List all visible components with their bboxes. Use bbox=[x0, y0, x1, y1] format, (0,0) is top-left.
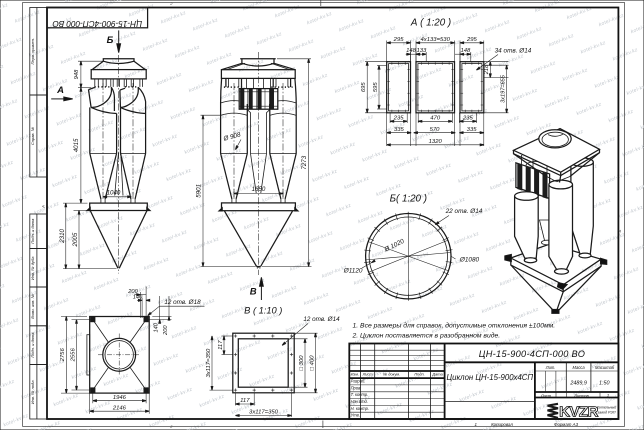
svg-text:Копировал: Копировал bbox=[491, 422, 513, 427]
svg-text:470: 470 bbox=[430, 115, 441, 121]
svg-text:335: 335 bbox=[394, 127, 405, 133]
svg-text:2: 2 bbox=[169, 424, 173, 429]
svg-text:1. Все размеры для справок, до: 1. Все размеры для справок, допустимые о… bbox=[353, 322, 556, 330]
svg-text:5901: 5901 bbox=[196, 184, 203, 198]
svg-text:7273: 7273 bbox=[301, 155, 308, 169]
svg-text:Лит.: Лит. bbox=[545, 365, 556, 370]
svg-text:218: 218 bbox=[484, 64, 490, 75]
svg-text:948: 948 bbox=[74, 69, 80, 79]
svg-text:Масштаб: Масштаб bbox=[595, 365, 615, 370]
svg-text:12 отв. Ø18: 12 отв. Ø18 bbox=[164, 299, 201, 306]
svg-text:Инв. № подл.: Инв. № подл. bbox=[30, 379, 35, 404]
svg-text:ЦН-15-900-4СП-000 ВО: ЦН-15-900-4СП-000 ВО bbox=[479, 349, 585, 359]
svg-text:Б: Б bbox=[107, 35, 114, 46]
svg-text:kotel-kv.kz: kotel-kv.kz bbox=[96, 0, 123, 11]
svg-text:завод РЭП: завод РЭП bbox=[597, 411, 616, 415]
svg-text:Дата: Дата bbox=[431, 372, 443, 377]
svg-text:Ø1120: Ø1120 bbox=[343, 267, 363, 274]
svg-text:Н. контр.: Н. контр. bbox=[351, 406, 369, 411]
svg-text:4015: 4015 bbox=[73, 138, 80, 152]
svg-text:200: 200 bbox=[163, 325, 169, 336]
svg-text:Формат А3: Формат А3 bbox=[554, 422, 579, 427]
svg-text:2. Циклон поставляется в разоб: 2. Циклон поставляется в разобранном вид… bbox=[352, 332, 501, 340]
svg-text:570: 570 bbox=[430, 127, 441, 133]
svg-text:235: 235 bbox=[393, 115, 405, 121]
svg-text:148: 148 bbox=[460, 48, 471, 54]
svg-text:1320: 1320 bbox=[429, 139, 443, 145]
svg-text:kotel-kv.kz: kotel-kv.kz bbox=[326, 422, 353, 430]
svg-text:ЦН-15-900-4СП-000 ВО: ЦН-15-900-4СП-000 ВО bbox=[52, 19, 142, 28]
svg-text:kotel-kv.kz: kotel-kv.kz bbox=[635, 177, 644, 193]
svg-text:2756: 2756 bbox=[60, 348, 66, 363]
svg-text:kotel-kv.kz: kotel-kv.kz bbox=[181, 421, 208, 430]
svg-text:В ( 1:10 ): В ( 1:10 ) bbox=[244, 305, 282, 315]
svg-text:133: 133 bbox=[416, 48, 427, 54]
svg-text:34 отв. Ø14: 34 отв. Ø14 bbox=[495, 48, 532, 55]
svg-text:Листов: Листов bbox=[573, 393, 589, 398]
svg-text:1: 1 bbox=[474, 422, 477, 427]
svg-text:Б( 1:20 ): Б( 1:20 ) bbox=[390, 194, 427, 205]
svg-text:2: 2 bbox=[169, 1, 173, 6]
svg-text:1040: 1040 bbox=[107, 190, 121, 197]
svg-text:Пров.: Пров. bbox=[351, 385, 362, 390]
svg-text:Инв. № дубл.: Инв. № дубл. bbox=[30, 255, 35, 280]
svg-text:Справ. №: Справ. № bbox=[30, 126, 35, 145]
svg-text:Ø1080: Ø1080 bbox=[459, 256, 480, 263]
svg-text:Разраб.: Разраб. bbox=[351, 379, 366, 384]
svg-text:3x197=655: 3x197=655 bbox=[500, 74, 506, 103]
svg-text:1: 1 bbox=[607, 393, 610, 398]
svg-text:148: 148 bbox=[406, 48, 417, 54]
svg-text:235: 235 bbox=[462, 115, 474, 121]
svg-text:3x117=350: 3x117=350 bbox=[206, 348, 212, 378]
svg-text:Перв. примен.: Перв. примен. bbox=[30, 38, 35, 65]
svg-text:1650: 1650 bbox=[252, 186, 266, 193]
svg-text:22 отв. Ø14: 22 отв. Ø14 bbox=[445, 208, 483, 215]
svg-text:2489,9: 2489,9 bbox=[569, 381, 587, 387]
svg-text:2556: 2556 bbox=[70, 348, 76, 363]
svg-text:Т. контр.: Т. контр. bbox=[351, 392, 369, 397]
svg-text:Взам. инв. №: Взам. инв. № bbox=[30, 293, 35, 318]
svg-text:4x133=530: 4x133=530 bbox=[421, 37, 451, 43]
svg-text:kotel-kv.kz: kotel-kv.kz bbox=[636, 396, 644, 412]
svg-text:Лист: Лист bbox=[362, 372, 374, 377]
svg-text:Циклон ЦН-15-900х4СП: Циклон ЦН-15-900х4СП bbox=[447, 373, 534, 382]
svg-text:Утв.: Утв. bbox=[351, 413, 360, 418]
svg-text:А: А bbox=[618, 229, 622, 233]
svg-text:В: В bbox=[250, 287, 257, 298]
svg-text:Нач.отд.: Нач.отд. bbox=[351, 399, 368, 404]
svg-text:695: 695 bbox=[361, 82, 367, 93]
svg-text:3x117=350: 3x117=350 bbox=[249, 410, 279, 416]
svg-text:Подп. и дата: Подп. и дата bbox=[30, 332, 35, 358]
svg-text:200: 200 bbox=[127, 289, 138, 295]
svg-text:2146: 2146 bbox=[112, 405, 127, 411]
svg-text:140: 140 bbox=[133, 295, 143, 301]
svg-text:295: 295 bbox=[393, 37, 405, 43]
svg-text:□ 300: □ 300 bbox=[299, 355, 305, 371]
svg-text:А: А bbox=[56, 85, 64, 96]
svg-text:№ докум.: № докум. bbox=[383, 372, 400, 377]
svg-text:Ø 908: Ø 908 bbox=[222, 131, 242, 143]
svg-text:595: 595 bbox=[373, 82, 379, 93]
svg-text:А ( 1:20 ): А ( 1:20 ) bbox=[410, 17, 451, 28]
svg-text:117: 117 bbox=[218, 340, 224, 350]
svg-text:Лист: Лист bbox=[540, 393, 552, 398]
svg-text:Подп.: Подп. bbox=[414, 372, 424, 377]
svg-text:2310: 2310 bbox=[59, 228, 66, 243]
svg-text:1946: 1946 bbox=[113, 395, 127, 401]
svg-text:kotel-kv.kz: kotel-kv.kz bbox=[35, 420, 62, 430]
svg-text:□ 400: □ 400 bbox=[309, 355, 315, 371]
svg-text:1:50: 1:50 bbox=[599, 381, 610, 387]
svg-text:Подп. и дата: Подп. и дата bbox=[30, 218, 35, 244]
svg-text:12 отв. Ø14: 12 отв. Ø14 bbox=[303, 316, 340, 323]
svg-text:2005: 2005 bbox=[72, 232, 79, 247]
svg-text:Котельный: Котельный bbox=[597, 406, 617, 410]
svg-text:А: А bbox=[41, 205, 45, 209]
svg-text:KVZR: KVZR bbox=[559, 404, 599, 421]
svg-text:295: 295 bbox=[466, 37, 478, 43]
svg-text:Масса: Масса bbox=[573, 365, 586, 370]
svg-text:117: 117 bbox=[240, 398, 250, 404]
svg-text:Изм.: Изм. bbox=[351, 372, 359, 377]
svg-text:335: 335 bbox=[467, 127, 478, 133]
svg-text:140: 140 bbox=[154, 322, 160, 332]
